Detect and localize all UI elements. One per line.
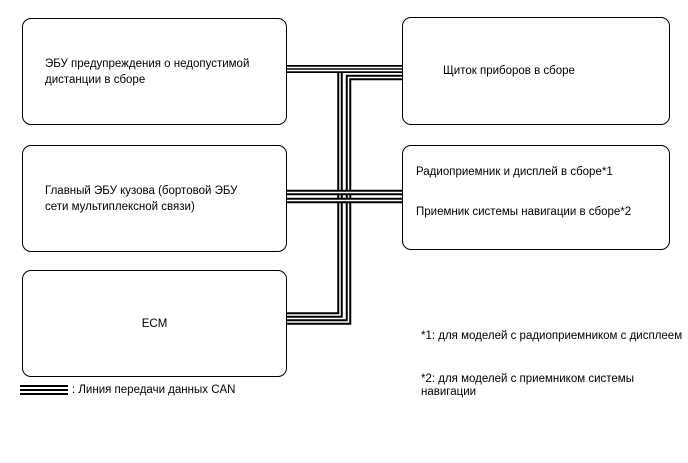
footnote-2: *2: для моделей с приемником системы нав…	[421, 373, 634, 398]
legend-label: : Линия передачи данных CAN	[72, 384, 236, 396]
box-main-body-ecu: Главный ЭБУ кузова (бортовой ЭБУ сети му…	[22, 145, 287, 252]
can-line-middle	[286, 189, 403, 204]
box-distance-warning-ecu: ЭБУ предупреждения о недопустимой дистан…	[22, 18, 287, 125]
box-ecm: ECM	[22, 270, 287, 377]
footnote-1: *1: для моделей с радиоприемником с дисп…	[421, 330, 683, 342]
box-distance-warning-ecu-label: ЭБУ предупреждения о недопустимой дистан…	[45, 57, 250, 86]
box-instrument-cluster-label: Щиток приборов в сборе	[443, 65, 575, 77]
box-radio-display-label: Радиоприемник и дисплей в сборе*1	[416, 166, 613, 178]
box-navigation-receiver-label: Приемник системы навигации в сборе*2	[416, 206, 632, 218]
can-trunk-left-wire	[286, 70, 343, 318]
box-instrument-cluster: Щиток приборов в сборе	[402, 17, 670, 125]
box-main-body-ecu-label: Главный ЭБУ кузова (бортовой ЭБУ сети му…	[45, 184, 238, 213]
box-radio-navigation: Радиоприемник и дисплей в сборе*1 Приемн…	[402, 145, 670, 250]
can-line-symbol	[20, 385, 68, 395]
box-ecm-label: ECM	[141, 317, 168, 330]
legend: : Линия передачи данных CAN	[20, 384, 235, 396]
